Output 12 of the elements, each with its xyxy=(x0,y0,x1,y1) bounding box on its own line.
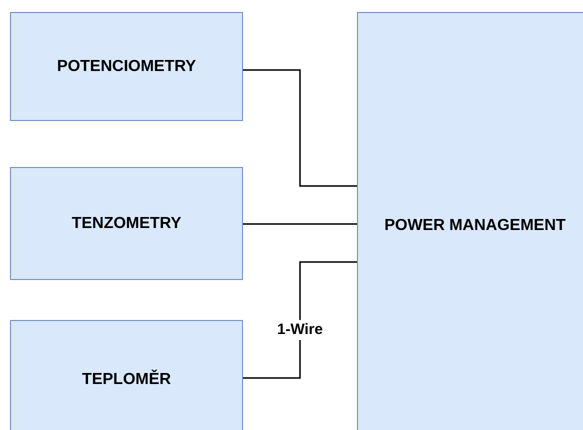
block-label: TEPLOMĚR xyxy=(82,369,171,390)
connector-line xyxy=(243,261,357,379)
block-label: POWER MANAGEMENT xyxy=(384,216,566,236)
connector-line xyxy=(243,223,357,225)
block-box xyxy=(10,12,243,121)
block-label: POTENCIOMETRY xyxy=(57,56,196,76)
block-label: TENZOMETRY xyxy=(72,214,182,234)
edge-label: 1-Wire xyxy=(275,320,325,340)
block-box xyxy=(10,167,243,280)
connector-line xyxy=(243,69,357,187)
block-box xyxy=(357,12,583,430)
block-box xyxy=(10,320,243,430)
